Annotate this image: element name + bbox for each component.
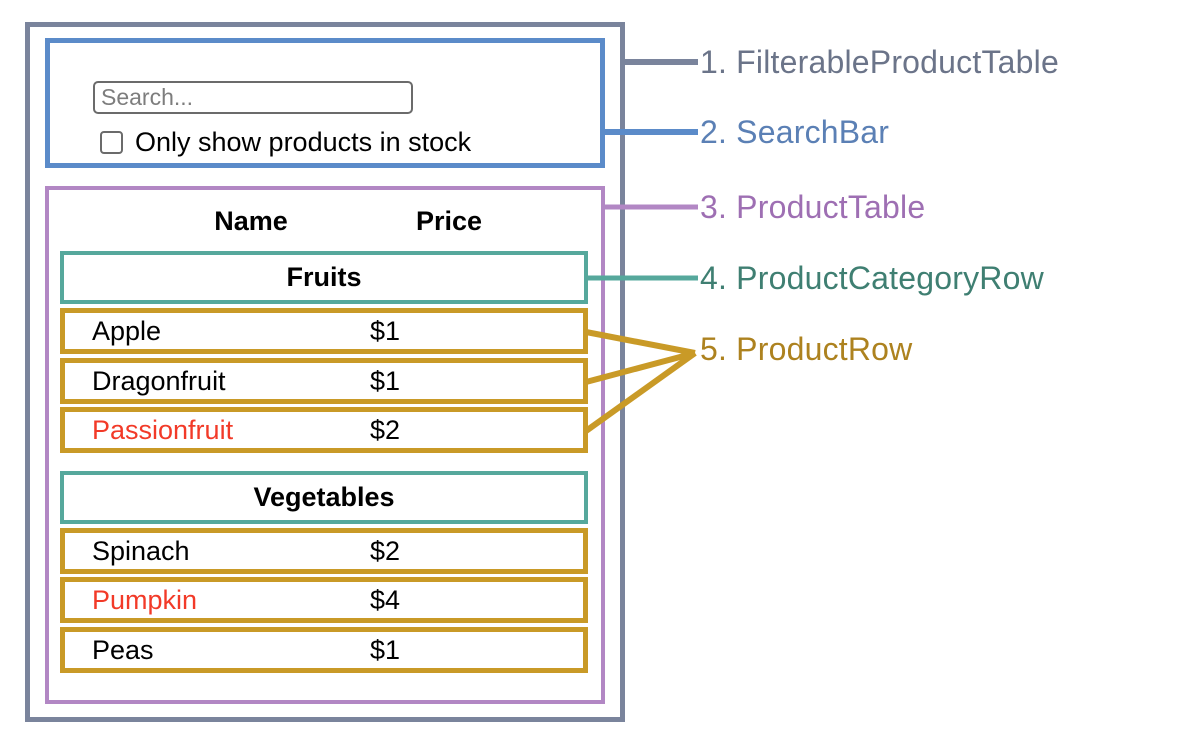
product-price: $2 [370, 415, 401, 445]
legend-item-product-category-row: 4. ProductCategoryRow [700, 260, 1044, 296]
search-bar-container: Only show products in stock [45, 38, 605, 168]
search-input[interactable] [93, 81, 413, 114]
legend-item-product-row: 5. ProductRow [700, 331, 913, 367]
product-row[interactable]: Peas $1 [60, 627, 588, 673]
product-price: $1 [370, 635, 401, 665]
product-row[interactable]: Spinach $2 [60, 528, 588, 574]
product-category-row: Vegetables [60, 471, 588, 524]
product-name: Pumpkin [92, 585, 198, 615]
category-label: Fruits [286, 262, 362, 292]
product-table-container: Name Price Fruits Apple $1 Dragonfruit $… [45, 186, 605, 704]
product-name: Spinach [92, 536, 190, 566]
product-row[interactable]: Pumpkin $4 [60, 577, 588, 623]
product-name: Apple [92, 316, 162, 346]
product-category-row: Fruits [60, 251, 588, 304]
product-row[interactable]: Passionfruit $2 [60, 407, 588, 453]
legend-item-filterable-product-table: 1. FilterableProductTable [700, 44, 1059, 80]
product-price: $4 [370, 585, 401, 615]
column-header-name: Name [214, 206, 288, 236]
product-price: $2 [370, 536, 401, 566]
product-price: $1 [370, 366, 401, 396]
product-name: Peas [92, 635, 154, 665]
column-header-price: Price [415, 206, 483, 236]
product-row[interactable]: Dragonfruit $1 [60, 358, 588, 404]
product-table-header: Name Price [49, 196, 601, 246]
category-label: Vegetables [253, 482, 395, 512]
only-in-stock-label: Only show products in stock [135, 127, 472, 157]
in-stock-filter-row[interactable]: Only show products in stock [100, 127, 471, 157]
product-name: Passionfruit [92, 415, 234, 445]
only-in-stock-checkbox[interactable] [100, 130, 123, 154]
product-price: $1 [370, 316, 401, 346]
legend-item-search-bar: 2. SearchBar [700, 114, 890, 150]
product-name: Dragonfruit [92, 366, 226, 396]
product-row[interactable]: Apple $1 [60, 308, 588, 354]
legend-item-product-table: 3. ProductTable [700, 189, 926, 225]
